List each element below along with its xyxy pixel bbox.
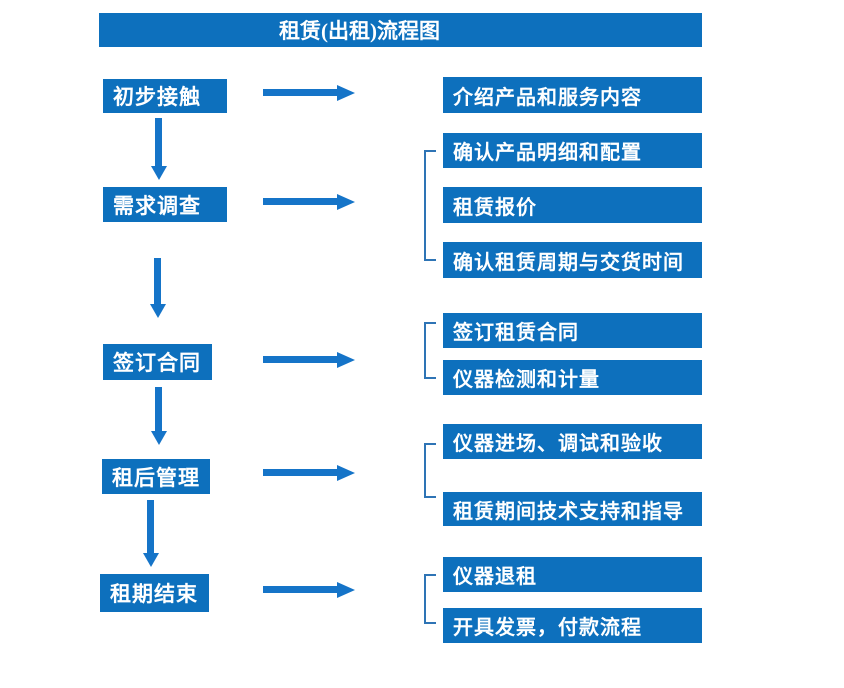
detail-box-instrument-return: 仪器退租	[443, 557, 702, 592]
detail-box-instrument-entry-commissioning-acceptance: 仪器进场、调试和验收	[443, 424, 702, 459]
arrow-head	[337, 465, 355, 481]
stage-box-initial-contact: 初步接触	[103, 79, 227, 113]
arrow-head	[151, 166, 167, 180]
arrow-shaft	[263, 89, 337, 96]
right-arrow-icon	[263, 352, 355, 368]
down-arrow-icon	[150, 258, 166, 318]
right-arrow-icon	[263, 465, 355, 481]
down-arrow-icon	[143, 500, 159, 567]
detail-box-instrument-inspection-measurement: 仪器检测和计量	[443, 360, 702, 395]
arrow-head	[143, 553, 159, 567]
arrow-head	[337, 85, 355, 101]
group-bracket-icon	[424, 574, 436, 624]
stage-box-post-rental-management: 租后管理	[102, 459, 210, 494]
stage-box-rental-period-end: 租期结束	[100, 574, 209, 612]
detail-box-sign-rental-contract: 签订租赁合同	[443, 313, 702, 348]
right-arrow-icon	[263, 85, 355, 101]
detail-box-technical-support-during-rental: 租赁期间技术支持和指导	[443, 492, 702, 526]
down-arrow-icon	[151, 387, 167, 445]
arrow-shaft	[155, 118, 162, 166]
arrow-shaft	[263, 356, 337, 363]
arrow-shaft	[147, 500, 154, 553]
right-arrow-icon	[263, 582, 355, 598]
stage-box-sign-contract: 签订合同	[103, 344, 212, 380]
arrow-shaft	[263, 469, 337, 476]
arrow-head	[151, 431, 167, 445]
right-arrow-icon	[263, 194, 355, 210]
arrow-head	[150, 304, 166, 318]
detail-box-confirm-rental-period-delivery: 确认租赁周期与交货时间	[443, 242, 702, 278]
arrow-head	[337, 582, 355, 598]
detail-box-rental-quotation: 租赁报价	[443, 187, 702, 223]
group-bracket-icon	[424, 322, 436, 379]
stage-box-demand-survey: 需求调查	[103, 187, 227, 222]
detail-box-introduce-products-services: 介绍产品和服务内容	[443, 77, 702, 113]
down-arrow-icon	[151, 118, 167, 180]
page-title: 租赁(出租)流程图	[279, 19, 440, 43]
arrow-shaft	[154, 258, 161, 304]
arrow-shaft	[263, 198, 337, 205]
title-bar: 租赁(出租)流程图	[99, 13, 702, 47]
detail-box-confirm-product-details-config: 确认产品明细和配置	[443, 133, 702, 168]
arrow-shaft	[263, 586, 337, 593]
arrow-shaft	[155, 387, 162, 431]
arrow-head	[337, 194, 355, 210]
group-bracket-icon	[424, 443, 436, 498]
arrow-head	[337, 352, 355, 368]
group-bracket-icon	[424, 150, 436, 261]
detail-box-invoice-payment-process: 开具发票，付款流程	[443, 608, 702, 643]
